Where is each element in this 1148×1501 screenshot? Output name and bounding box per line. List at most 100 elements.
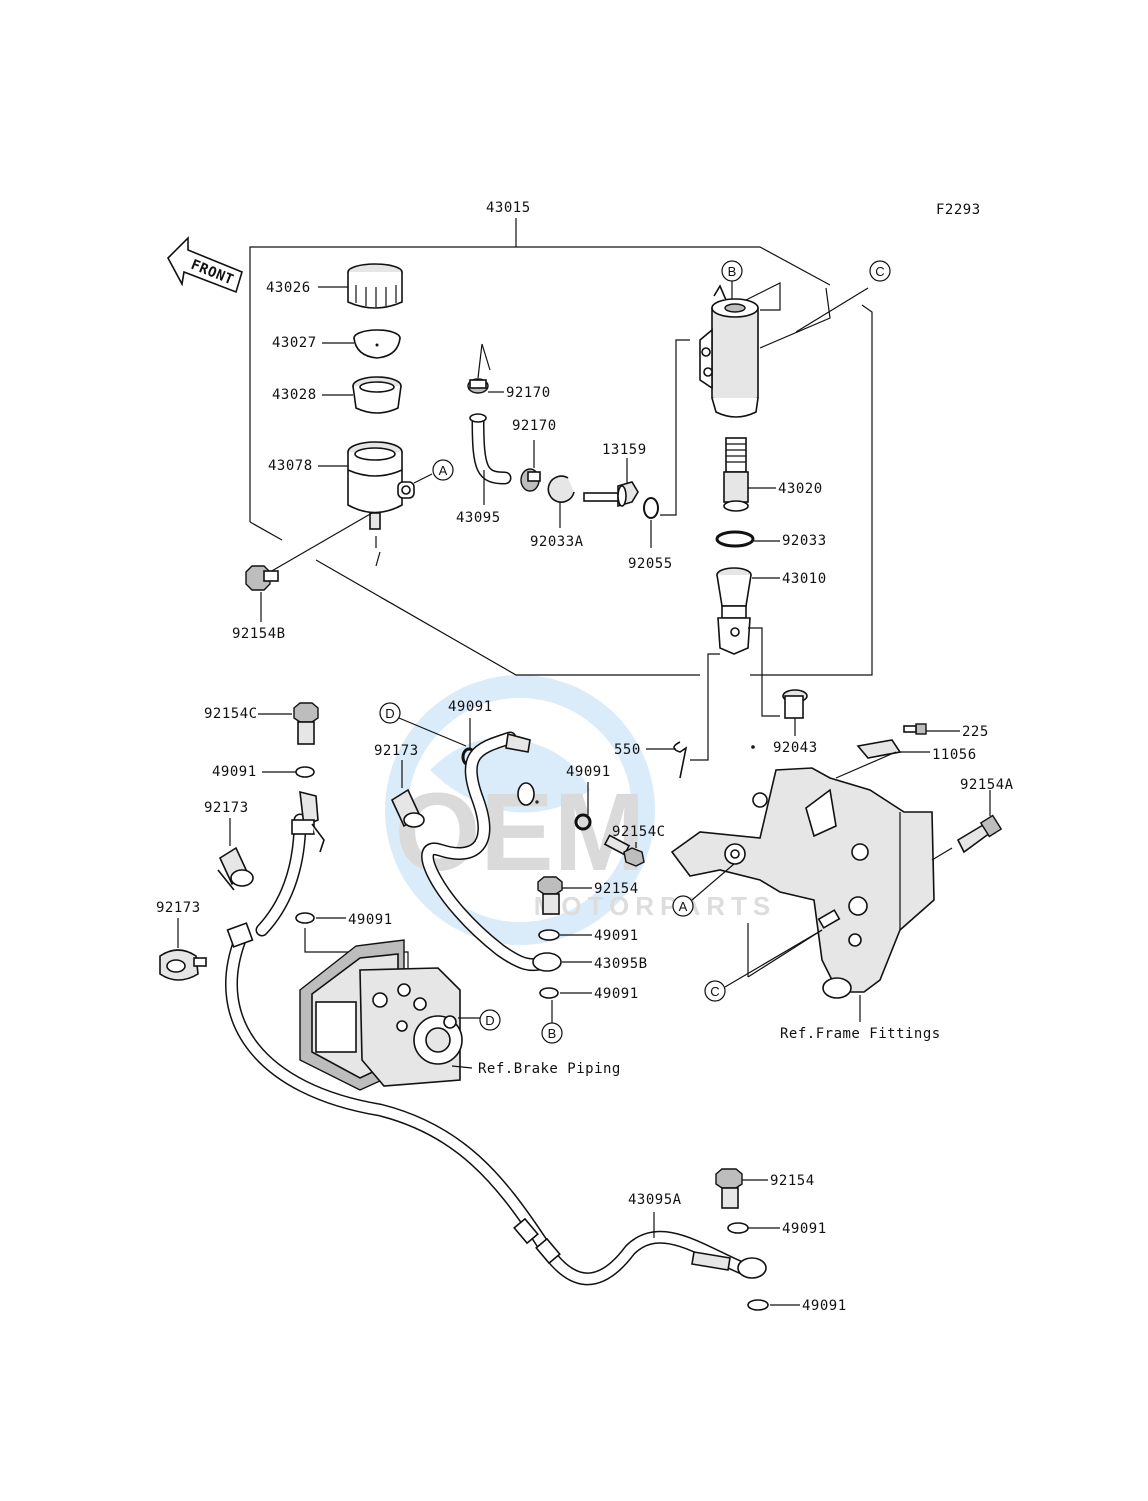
washer-49091-low1 [727, 1222, 749, 1234]
label-92173-left-upper: 92173 [204, 800, 249, 816]
label-92154C-left: 92154C [204, 706, 258, 722]
label-43078: 43078 [268, 458, 313, 474]
label-43026: 43026 [266, 280, 311, 296]
label-43027: 43027 [272, 335, 317, 351]
label-92154-low: 92154 [770, 1173, 815, 1189]
label-92033A: 92033A [530, 534, 584, 550]
label-550: 550 [614, 742, 641, 758]
hose-left-to-abs [255, 790, 325, 937]
callout-C-cylinder [869, 260, 891, 282]
label-49091-mid3: 49091 [594, 928, 639, 944]
callout-A-frame-label: A [679, 899, 688, 914]
callout-B-hose [541, 1022, 563, 1044]
assembly-outline-43015 [249, 218, 873, 676]
label-49091-left2: 49091 [348, 912, 393, 928]
label-43095B: 43095B [594, 956, 648, 972]
figure-code: F2293 [936, 202, 981, 218]
callout-D-hose [379, 702, 401, 724]
label-92043: 92043 [773, 740, 818, 756]
callout-A-frame [672, 895, 694, 917]
callout-C-frame-label: C [710, 984, 719, 999]
label-49091-low1: 49091 [782, 1221, 827, 1237]
bracket-11056 [856, 739, 902, 759]
label-43095: 43095 [456, 510, 501, 526]
label-43028: 43028 [272, 387, 317, 403]
cotter-pin-550 [673, 741, 688, 779]
callout-B-hose-label: B [548, 1026, 557, 1041]
label-92154-mid: 92154 [594, 881, 639, 897]
callout-D-abs [479, 1009, 501, 1031]
label-43010: 43010 [782, 571, 827, 587]
callout-C-cylinder-label: C [875, 264, 884, 279]
o-ring-92055 [643, 497, 659, 519]
hose-43095B [421, 731, 562, 972]
bolt-92154-mid [537, 876, 563, 915]
circlip-92033 [715, 530, 755, 548]
reservoir-43078 [347, 441, 415, 567]
bolt-225 [903, 723, 927, 735]
label-92154A: 92154A [960, 777, 1014, 793]
watermark-sub: MOTORPARTS [534, 891, 776, 921]
clamp-92173-left-upper [217, 846, 254, 891]
circlip-92033A [547, 475, 575, 503]
callout-B-cylinder-label: B [728, 264, 737, 279]
bolt-92154C-left [293, 702, 319, 745]
label-13159: 13159 [602, 442, 647, 458]
label-92170-upper: 92170 [506, 385, 551, 401]
callout-A-reservoir-label: A [439, 463, 448, 478]
abs-unit [299, 939, 463, 1091]
label-92170-lower: 92170 [512, 418, 557, 434]
label-43020: 43020 [778, 481, 823, 497]
diaphragm-plate-43027 [353, 329, 401, 359]
label-43095A: 43095A [628, 1192, 682, 1208]
master-cylinder-body [699, 284, 759, 418]
label-92033: 92033 [782, 533, 827, 549]
ref-brake-piping: Ref.Brake Piping [478, 1061, 621, 1077]
label-92154C-mid: 92154C [612, 824, 666, 840]
hose-43095A [225, 922, 767, 1286]
ref-frame-fittings: Ref.Frame Fittings [780, 1026, 941, 1042]
label-92055: 92055 [628, 556, 673, 572]
washer-49091-left2 [295, 912, 315, 924]
washer-49091-mid2 [574, 813, 592, 831]
bolt-92154C-mid [603, 834, 645, 867]
washer-49091-low2 [747, 1299, 769, 1311]
watermark: OEM MOTORPARTS [385, 675, 776, 945]
washer-49091-mid4 [539, 987, 559, 999]
label-49091-mid4: 49091 [594, 986, 639, 1002]
watermark-globe-icon [385, 675, 655, 945]
footrest-bracket [670, 745, 935, 999]
clamp-92173-left-lower [159, 949, 207, 981]
clamp-92170-upper [467, 343, 491, 394]
label-49091-left1: 49091 [212, 764, 257, 780]
callout-A-reservoir [432, 459, 454, 481]
pin-92043 [782, 689, 808, 719]
label-49091-mid2: 49091 [566, 764, 611, 780]
hose-43095 [469, 413, 512, 485]
reservoir-cap-43026 [347, 263, 403, 309]
washer-49091-left1 [295, 766, 315, 778]
bolt-92154A [956, 814, 1003, 854]
clamp-92173-mid [390, 788, 425, 828]
push-rod-43010 [716, 567, 752, 655]
washer-49091-mid3 [538, 929, 560, 941]
callout-D-hose-label: D [385, 706, 394, 721]
bolt-92154-low [715, 1168, 743, 1209]
callout-D-abs-label: D [485, 1013, 494, 1028]
piston-43020 [723, 437, 749, 512]
label-43015: 43015 [486, 200, 531, 216]
clamp-92170-lower [520, 468, 541, 492]
label-11056: 11056 [932, 747, 977, 763]
label-49091-mid1: 49091 [448, 699, 493, 715]
front-arrow-icon: FRONT [167, 236, 243, 294]
label-49091-low2: 49091 [802, 1298, 847, 1314]
label-225: 225 [962, 724, 989, 740]
callout-C-frame [704, 980, 726, 1002]
label-92173-left-lower: 92173 [156, 900, 201, 916]
label-92173-mid: 92173 [374, 743, 419, 759]
label-92154B: 92154B [232, 626, 286, 642]
diaphragm-43028 [352, 376, 402, 414]
fitting-13159 [583, 481, 639, 508]
bolt-92154B [245, 565, 279, 591]
